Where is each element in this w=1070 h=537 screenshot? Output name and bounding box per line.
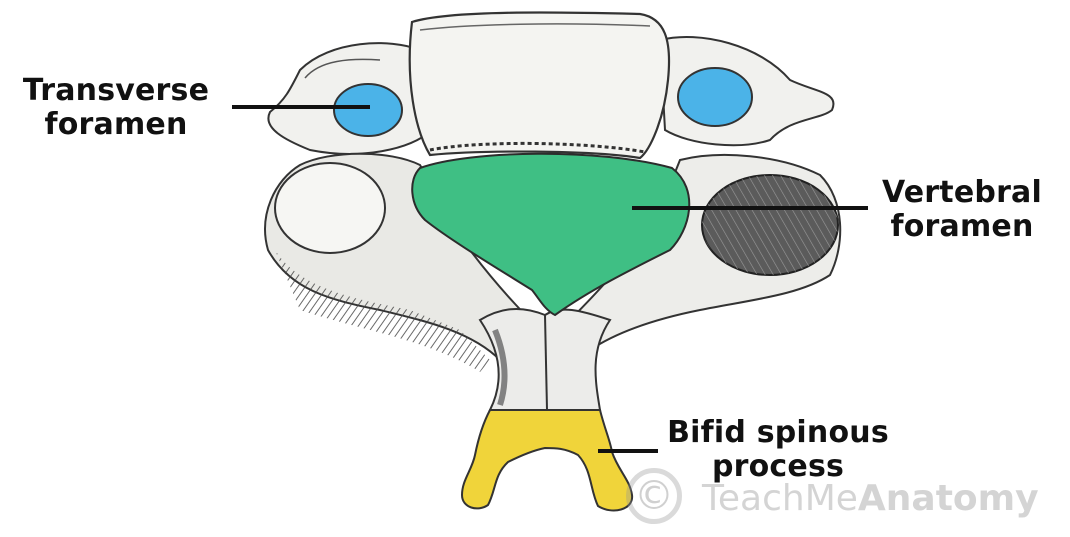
bifid-spinous-process — [462, 410, 632, 510]
label-bifid-line-1: Bifid spinous — [664, 416, 892, 450]
label-transverse-line-1: Transverse — [20, 74, 212, 108]
label-transverse-foramen: Transverse foramen — [20, 74, 212, 142]
watermark-text-light: TeachMe — [702, 478, 858, 519]
teachmeanatomy-watermark: © TeachMeAnatomy — [618, 464, 1038, 534]
left-transverse-foramen — [334, 84, 402, 136]
vertebral-body — [410, 12, 669, 158]
watermark-text: TeachMeAnatomy — [702, 478, 1039, 519]
right-transverse-foramen — [678, 68, 752, 126]
copyright-symbol: © — [626, 468, 682, 524]
label-vertebral-line-2: foramen — [876, 210, 1048, 244]
left-articular-facet — [275, 163, 385, 253]
label-transverse-line-2: foramen — [20, 108, 212, 142]
label-vertebral-line-1: Vertebral — [876, 176, 1048, 210]
watermark-text-bold: Anatomy — [858, 478, 1039, 519]
label-vertebral-foramen: Vertebral foramen — [876, 176, 1048, 244]
